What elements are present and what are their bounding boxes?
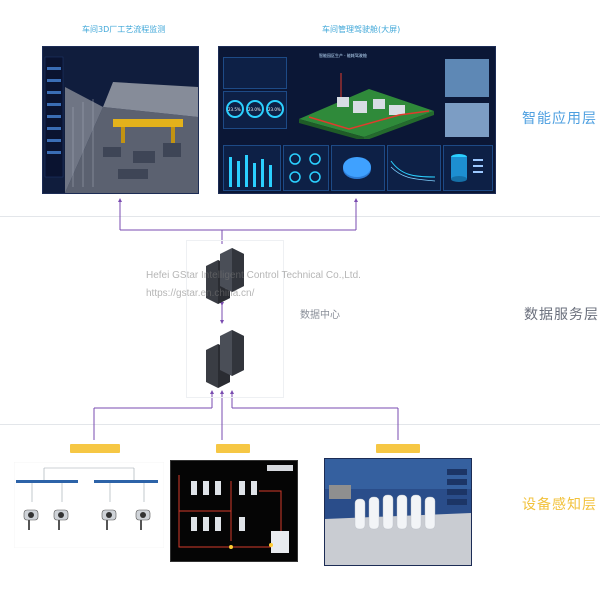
application-layer-label: 智能应用层 [522,111,597,127]
layer-separator-top [0,216,600,217]
gauge-1-value: 23.5% [228,107,241,112]
data-center-label: 数据中心 [300,310,340,321]
dashboard-info-panel [223,57,287,89]
plant-3d-screen[interactable] [324,458,472,566]
dashboard-pie-chart [343,157,371,179]
gauge-3-value: 23.0% [268,107,281,112]
dashboard-ring-charts [289,153,321,183]
camera-feed-2[interactable] [445,103,489,137]
server-icon-top [206,248,244,304]
device-layer-label: 设备感知层 [522,497,597,513]
scada-diagram [178,465,293,553]
dashboard-inner-title: 智能园区生产 · 能耗驾驶舱 [319,53,367,58]
management-dashboard-screen[interactable]: 智能园区生产 · 能耗驾驶舱 23.5% 23.0% 23.0% [218,46,496,194]
layer-separator-bottom [0,424,600,425]
scada-screen[interactable] [170,460,298,562]
dashboard-gauges [226,100,284,118]
dashboard-bar-chart [229,155,272,187]
camera-feed-1[interactable] [445,59,489,97]
factory-3d-scene [43,47,198,193]
watermark-company: Hefei GStar Intelligent Control Technica… [146,270,361,281]
camera-network [14,462,164,548]
camera-icons [23,509,151,530]
data-service-layer-label: 数据服务层 [524,307,599,323]
device-tag-scada [216,444,250,453]
device-tag-cameras [70,444,120,453]
gauge-2-value: 23.0% [248,107,261,112]
device-tag-3d [376,444,420,453]
factory-3d-screen[interactable] [42,46,199,194]
data-center-frame [186,240,284,398]
server-icon-bottom [206,330,244,388]
right-screen-title: 车间管理驾驶舱(大屏) [322,25,401,34]
dashboard-circle-panel [283,145,329,191]
plant-3d-scene [325,459,471,565]
dashboard-line-chart [390,160,436,182]
left-screen-title: 车间3D厂工艺流程监测 [82,25,166,34]
dashboard-cylinder-panel [443,145,493,191]
dashboard-line-panel [387,145,441,191]
watermark-url: https://gstar.en.china.cn/ [146,288,255,299]
dashboard-gauge-panel [223,91,287,129]
dashboard-cylinder-chart [451,154,483,182]
park-3d-map [299,73,434,139]
